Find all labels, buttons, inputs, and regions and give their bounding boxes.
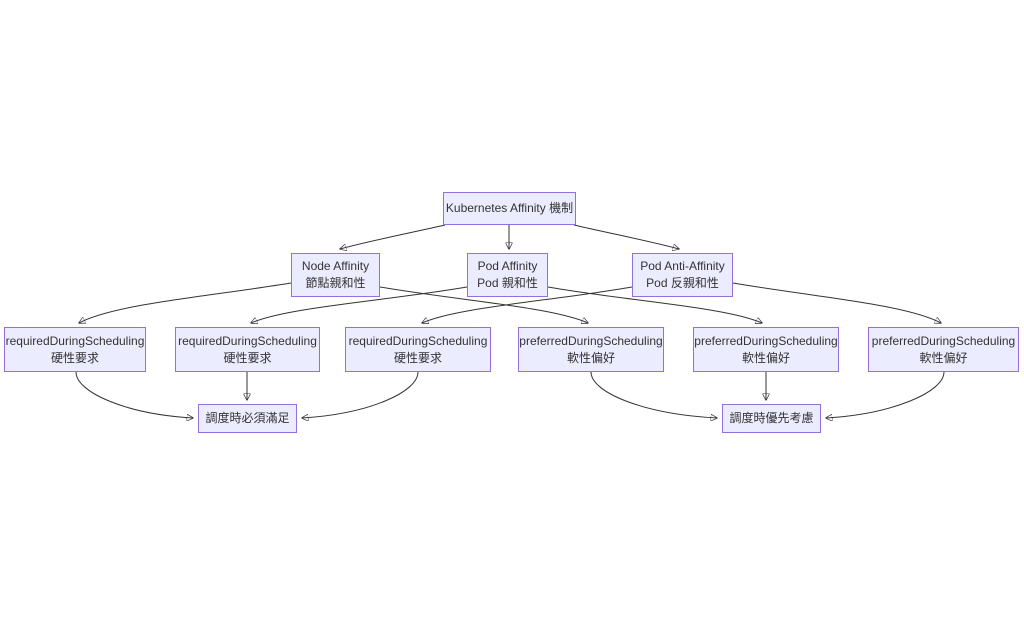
node-sublabel: Pod 反親和性 bbox=[646, 276, 719, 290]
node-sublabel: 軟性偏好 bbox=[566, 350, 615, 365]
edge-pod-affinity-to-required bbox=[251, 286, 468, 323]
node-label: 調度時優先考慮 bbox=[729, 411, 814, 425]
edge-preferred1-to-priority bbox=[590, 371, 717, 418]
edge-node-affinity-to-required bbox=[79, 282, 292, 323]
node-pod-affinity: Pod Affinity Pod 親和性 bbox=[467, 253, 548, 297]
edge-node-affinity-to-preferred bbox=[379, 286, 588, 323]
edge-root-to-pod-anti-affinity bbox=[573, 224, 679, 249]
node-required-pod-affinity: requiredDuringScheduling 硬性要求 bbox=[175, 327, 320, 372]
node-required-node-affinity: requiredDuringScheduling 硬性要求 bbox=[4, 327, 146, 372]
node-label: preferredDuringScheduling bbox=[694, 333, 838, 348]
node-label: Node Affinity bbox=[301, 259, 370, 273]
node-pod-anti-affinity: Pod Anti-Affinity Pod 反親和性 bbox=[632, 253, 733, 297]
node-sublabel: 硬性要求 bbox=[50, 350, 99, 365]
node-label: requiredDuringScheduling bbox=[5, 333, 145, 348]
node-required-pod-anti-affinity: requiredDuringScheduling 硬性要求 bbox=[345, 327, 491, 372]
edge-pod-anti-affinity-to-required bbox=[422, 286, 633, 323]
edge-preferred3-to-priority bbox=[826, 371, 945, 418]
node-must-satisfy: 調度時必須滿足 bbox=[198, 404, 297, 433]
edge-root-to-node-affinity bbox=[340, 224, 446, 249]
node-sublabel: Pod 親和性 bbox=[477, 276, 538, 290]
node-label: requiredDuringScheduling bbox=[178, 333, 317, 348]
node-label: requiredDuringScheduling bbox=[348, 333, 488, 348]
node-label: Pod Anti-Affinity bbox=[640, 259, 725, 273]
node-preferred-pod-affinity: preferredDuringScheduling 軟性偏好 bbox=[693, 327, 839, 372]
node-label: preferredDuringScheduling bbox=[871, 333, 1016, 348]
edge-required1-to-must bbox=[75, 371, 193, 418]
edge-pod-affinity-to-preferred bbox=[547, 286, 762, 323]
node-sublabel: 軟性偏好 bbox=[741, 350, 790, 365]
node-sublabel: 硬性要求 bbox=[393, 350, 442, 365]
node-label: Kubernetes Affinity 機制 bbox=[445, 201, 574, 215]
edge-required3-to-must bbox=[302, 371, 419, 418]
node-label: preferredDuringScheduling bbox=[519, 333, 663, 348]
edge-pod-anti-affinity-to-preferred bbox=[732, 282, 941, 323]
node-preferred-pod-anti-affinity: preferredDuringScheduling 軟性偏好 bbox=[868, 327, 1019, 372]
node-label: 調度時必須滿足 bbox=[205, 411, 290, 425]
node-kubernetes-affinity-mechanism: Kubernetes Affinity 機制 bbox=[443, 192, 576, 225]
node-label: Pod Affinity bbox=[477, 259, 538, 273]
node-node-affinity: Node Affinity 節點親和性 bbox=[291, 253, 380, 297]
node-priority-consider: 調度時優先考慮 bbox=[722, 404, 821, 433]
node-sublabel: 硬性要求 bbox=[223, 350, 272, 365]
node-sublabel: 軟性偏好 bbox=[919, 350, 968, 365]
node-sublabel: 節點親和性 bbox=[305, 276, 366, 290]
node-preferred-node-affinity: preferredDuringScheduling 軟性偏好 bbox=[518, 327, 664, 372]
